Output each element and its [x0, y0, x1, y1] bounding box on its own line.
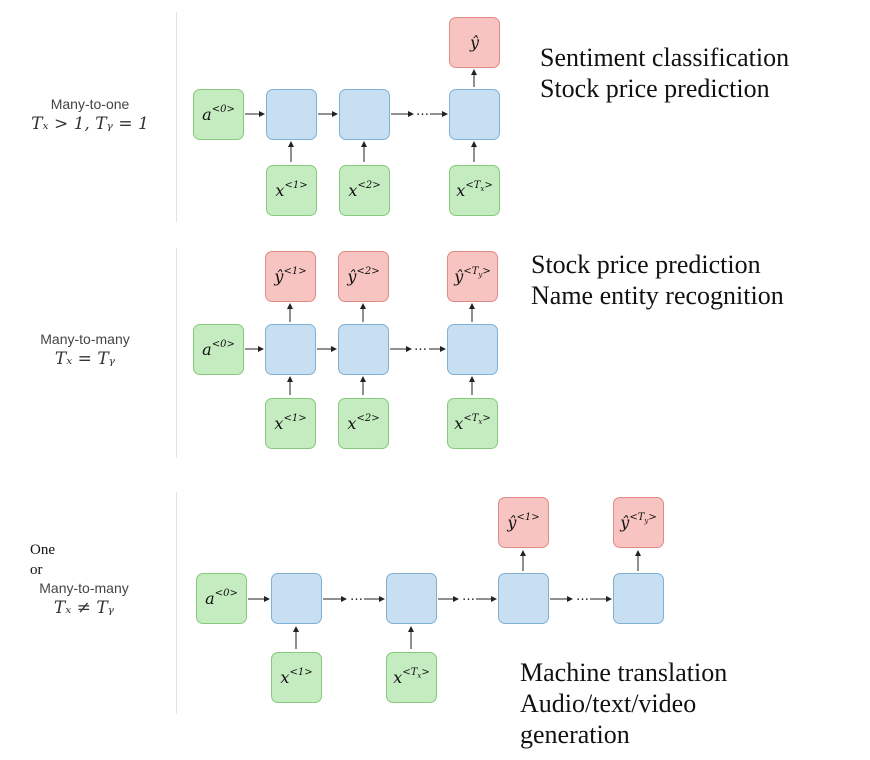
input-x2: x<2> — [339, 165, 390, 216]
rnn-cell — [613, 573, 664, 624]
input-a0: a<0> — [193, 324, 244, 375]
input-xT: x<Tx> — [447, 398, 498, 449]
length-condition: Tₓ > 1, Tᵧ = 1 — [31, 114, 149, 134]
application-item: Machine translation — [520, 658, 728, 687]
rnn-cell — [498, 573, 549, 624]
application-item: Audio/text/video — [520, 689, 697, 718]
type-label: Many-to-many — [40, 331, 130, 347]
section-label-many-to-one: Many-to-one Tₓ > 1, Tᵧ = 1 — [10, 96, 170, 134]
rnn-cell — [265, 324, 316, 375]
applications-list: Machine translation Audio/text/video gen… — [520, 657, 727, 750]
ellipsis: … — [462, 589, 475, 604]
rnn-cell — [447, 324, 498, 375]
ellipsis: … — [350, 589, 363, 604]
application-item: generation — [520, 720, 630, 749]
application-item: Name entity recognition — [531, 281, 784, 310]
length-condition: Tₓ = Tᵧ — [54, 349, 116, 369]
applications-list: Sentiment classification Stock price pre… — [540, 42, 789, 104]
output-y2: ŷ<2> — [338, 251, 389, 302]
rnn-cell — [266, 89, 317, 140]
input-a0: a<0> — [193, 89, 244, 140]
output-yT: ŷ<Ty> — [447, 251, 498, 302]
application-item: Sentiment classification — [540, 43, 790, 72]
input-x1: x<1> — [266, 165, 317, 216]
input-a0: a<0> — [196, 573, 247, 624]
rnn-cell — [338, 324, 389, 375]
application-item: Stock price prediction — [540, 74, 770, 103]
type-label: One — [30, 542, 55, 558]
rnn-cell — [271, 573, 322, 624]
ellipsis: … — [576, 589, 589, 604]
input-xT: x<Tx> — [386, 652, 437, 703]
ellipsis: … — [414, 339, 427, 354]
input-x1: x<1> — [271, 652, 322, 703]
rnn-cell — [449, 89, 500, 140]
rnn-cell — [339, 89, 390, 140]
input-x1: x<1> — [265, 398, 316, 449]
output-y1: ŷ<1> — [265, 251, 316, 302]
type-label: Many-to-one — [50, 96, 130, 112]
type-label: or — [30, 562, 43, 578]
ellipsis: … — [416, 104, 429, 119]
rnn-cell — [386, 573, 437, 624]
separator-line — [176, 12, 177, 222]
output-y: ŷ — [449, 17, 500, 68]
application-item: Stock price prediction — [531, 250, 761, 279]
separator-line — [176, 248, 177, 458]
section-label-many-to-many-equal: Many-to-many Tₓ = Tᵧ — [10, 331, 160, 369]
output-y1: ŷ<1> — [498, 497, 549, 548]
applications-list: Stock price prediction Name entity recog… — [531, 249, 784, 311]
length-condition: Tₓ ≠ Tᵧ — [53, 598, 115, 618]
type-label: Many-to-many — [39, 580, 129, 596]
section-label-many-to-many-unequal: One or Many-to-many Tₓ ≠ Tᵧ — [14, 540, 154, 618]
input-xT: x<Tx> — [449, 165, 500, 216]
separator-line — [176, 492, 177, 714]
output-yT: ŷ<Ty> — [613, 497, 664, 548]
input-x2: x<2> — [338, 398, 389, 449]
